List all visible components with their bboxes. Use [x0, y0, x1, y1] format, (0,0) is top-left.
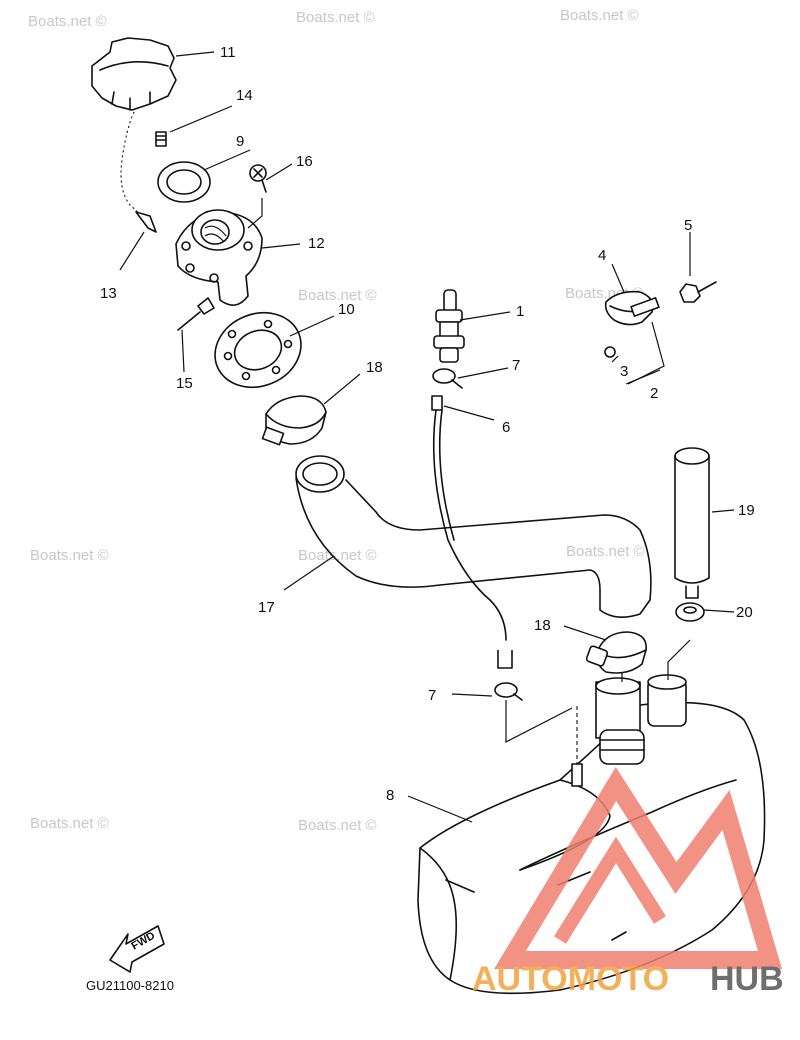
- logo-text-hub: HUB: [710, 960, 784, 998]
- watermark: Boats.net ©: [566, 543, 645, 560]
- automotohub-logo: AUTOMOTO HUB: [472, 766, 784, 998]
- callout-6: 6: [502, 419, 510, 436]
- hose-clip-lower: [494, 682, 523, 701]
- screw: [155, 131, 167, 147]
- seal-ring: [157, 161, 211, 203]
- hose-band-assembly: [604, 281, 717, 358]
- watermark: Boats.net ©: [560, 7, 639, 24]
- bolt: [177, 297, 215, 331]
- forward-arrow: FWD: [109, 925, 165, 973]
- grommet: [675, 602, 705, 622]
- callout-18-lower: 18: [534, 617, 551, 634]
- watermark: Boats.net ©: [30, 815, 109, 832]
- filler-cap: [91, 37, 177, 111]
- watermark: Boats.net ©: [296, 9, 375, 26]
- callouts: 11 14 9 16 12 13 10 15 18 17 1 7 6 7 8 4…: [100, 44, 755, 804]
- watermarks: Boats.net © Boats.net © Boats.net © Boat…: [28, 7, 645, 834]
- callout-5: 5: [684, 217, 692, 234]
- watermark: Boats.net ©: [298, 547, 377, 564]
- filler-neck: [175, 209, 263, 306]
- callout-7-upper: 7: [512, 357, 520, 374]
- callout-7-lower: 7: [428, 687, 436, 704]
- logo-text-automoto: AUTOMOTO: [472, 960, 669, 998]
- watermark: Boats.net ©: [298, 287, 377, 304]
- callout-2: 2: [650, 385, 658, 402]
- vent-pipe: [674, 447, 710, 599]
- callout-12: 12: [308, 235, 325, 252]
- callout-13: 13: [100, 285, 117, 302]
- hose-clamp-lower: [585, 631, 647, 674]
- leader-lines: [119, 51, 735, 823]
- callout-10: 10: [338, 301, 355, 318]
- gasket: [214, 311, 302, 389]
- callout-17: 17: [258, 599, 275, 616]
- tapping-screw: [249, 164, 267, 193]
- fuel-tank: [417, 674, 766, 995]
- watermark: Boats.net ©: [30, 547, 109, 564]
- callout-1: 1: [516, 303, 524, 320]
- callout-19: 19: [738, 502, 755, 519]
- callout-14: 14: [236, 87, 253, 104]
- watermark: Boats.net ©: [28, 13, 107, 30]
- callout-3: 3: [620, 363, 628, 380]
- vent-hose: [431, 395, 513, 669]
- callout-4: 4: [598, 247, 606, 264]
- callout-11: 11: [220, 44, 236, 61]
- filler-hose: [295, 455, 652, 618]
- callout-8: 8: [386, 787, 394, 804]
- cap-chain: [120, 111, 157, 233]
- callout-15: 15: [176, 375, 193, 392]
- hose-clamp-upper: [261, 395, 327, 446]
- diagram-code: GU21100-8210: [86, 978, 174, 993]
- fitting: [433, 289, 465, 363]
- callout-18-upper: 18: [366, 359, 383, 376]
- watermark: Boats.net ©: [298, 817, 377, 834]
- callout-9: 9: [236, 133, 244, 150]
- callout-16: 16: [296, 153, 313, 170]
- hose-clip-upper: [432, 368, 463, 389]
- callout-20: 20: [736, 604, 753, 621]
